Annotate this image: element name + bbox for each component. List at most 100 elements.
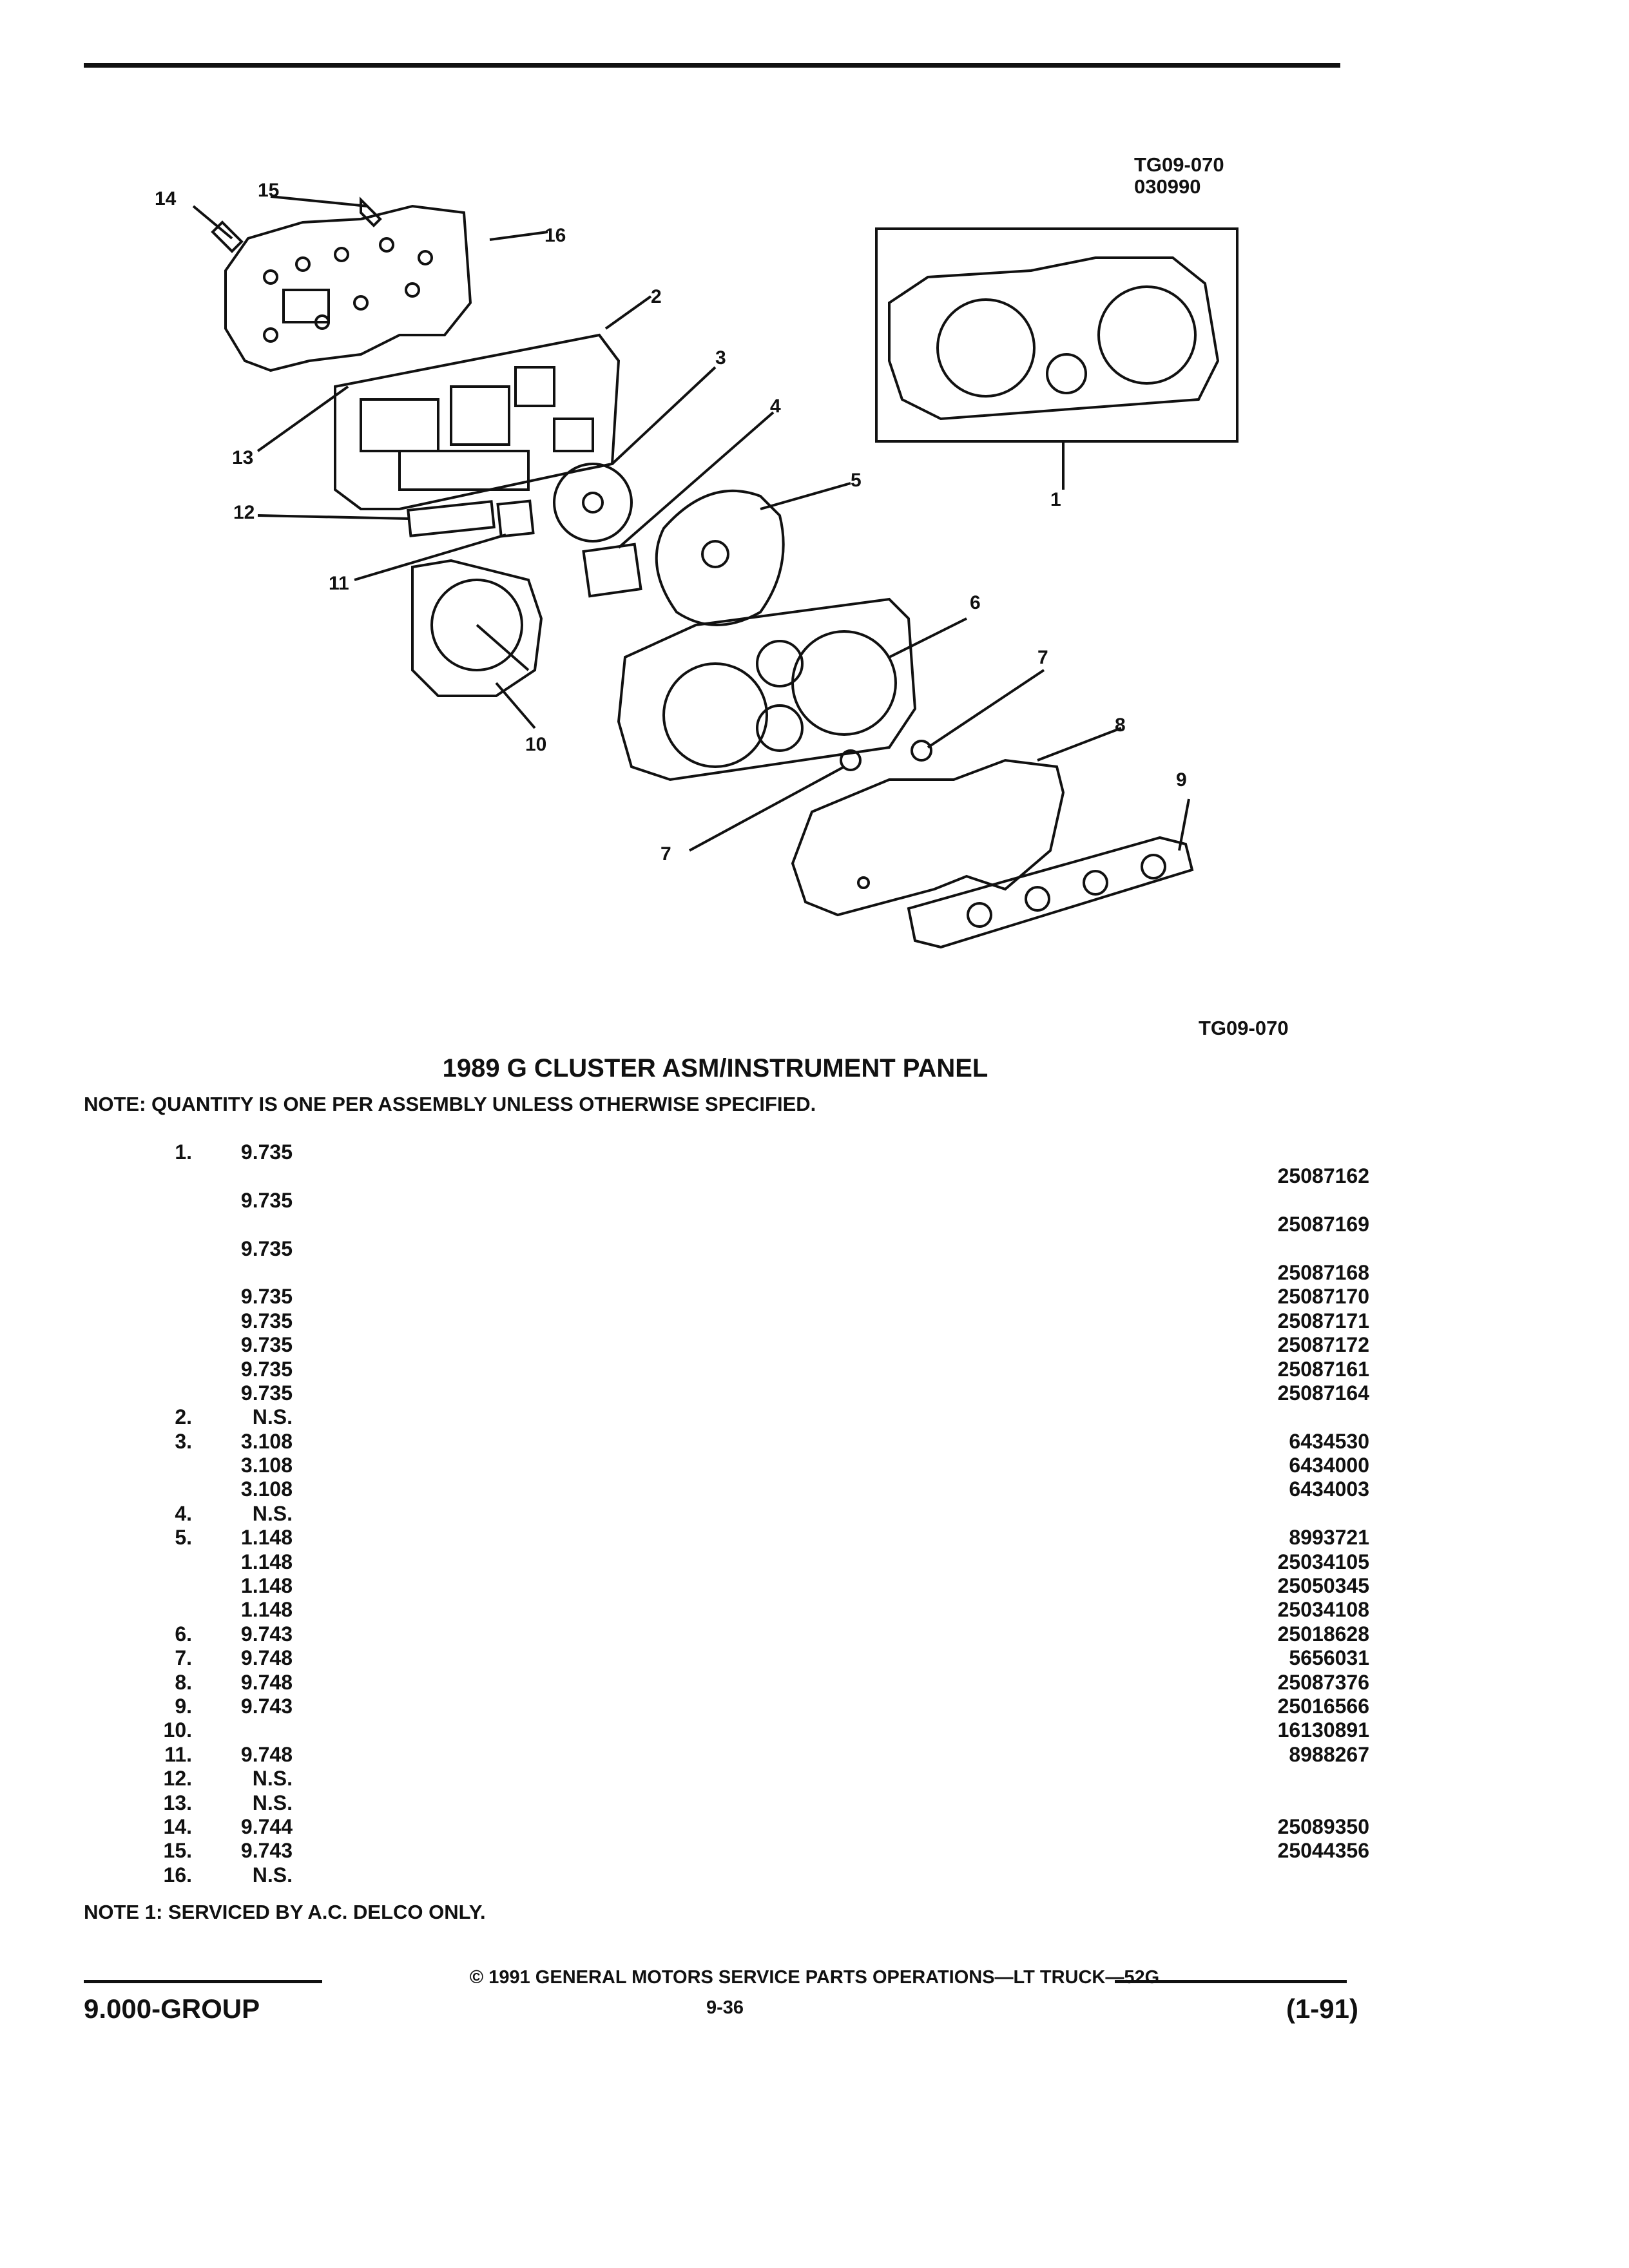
part-item-number: 9.	[175, 1694, 192, 1718]
group-label: 9.000-GROUP	[84, 1994, 260, 2024]
part-row: 10.MODULE , SPEEDOMETER(*1) ............…	[135, 1718, 1369, 1742]
part-row: 1.148GAGE , TEMPERATURE-OIL-VOLT (W/6.2C…	[135, 1574, 1369, 1598]
part-row: 11.9.748FILTER , HI BEAM ...............…	[135, 1743, 1369, 1767]
part-group-number: 1.148	[240, 1550, 293, 1573]
figure-date-code: 030990	[1134, 175, 1201, 198]
exploded-diagram: 14 15 16 2 3 4 5 13 12 11 10 6 7 8 9 7 1	[155, 180, 1239, 949]
part-group-number: 9.744	[240, 1814, 293, 1838]
part-group-number: 9.735	[240, 1381, 293, 1405]
part-number: 25016566	[1277, 1694, 1369, 1718]
part-item-number: 15.	[163, 1839, 192, 1863]
part-row: 9.735CLUSTER ASM , INSTRUMENT (W/4.3Z,5.…	[135, 1237, 1369, 1261]
part-row: 6.9.743RETAINER , CASE .................…	[135, 1622, 1369, 1646]
part-row: 9.735CLUSTER ASM , INSTRUMENT (W/4.3Z,5.…	[135, 1189, 1369, 1213]
callout-label: 4	[770, 396, 781, 417]
bulb-and-screw-parts	[192, 195, 382, 253]
turn-signal-filter-part-2	[840, 749, 862, 771]
fuel-gage-part	[553, 463, 633, 543]
part-row: 1.148GAGE , TEMPERATURE-OIL-VOLT (W/6.2C…	[135, 1598, 1369, 1622]
part-group-number: N.S.	[252, 1405, 293, 1429]
part-number: 8993721	[1289, 1526, 1369, 1550]
top-rule	[84, 63, 1340, 68]
callout-leaders	[256, 231, 1190, 852]
part-number: 6434000	[1289, 1454, 1369, 1477]
part-item-number: 13.	[163, 1791, 192, 1814]
part-item-number: 7.	[175, 1646, 192, 1670]
temperature-oil-volt-gage-part	[655, 489, 785, 626]
part-row: 9.735CLUSTER ASM , INSTRUMENT (W/6.2C,Z4…	[135, 1309, 1369, 1333]
part-group-number: N.S.	[252, 1863, 293, 1887]
part-row: 12.N.S.FILTER , SPEEDOMETER(*1) ........…	[135, 1767, 1369, 1791]
callout-label: 3	[715, 347, 726, 369]
part-group-number: 9.743	[240, 1622, 293, 1646]
part-row: 15.9.743SCREW , (3.5X1/34X12.70M) ......…	[135, 1839, 1369, 1863]
part-group-number: 1.148	[240, 1526, 293, 1550]
callout-label: 5	[851, 470, 862, 491]
part-group-number: 9.743	[240, 1694, 293, 1718]
part-row: 13.N.S.LABEL , SAFETY (DIESEL) .........…	[135, 1791, 1369, 1815]
part-number: 25087376	[1277, 1670, 1369, 1694]
lens-cluster-part	[791, 758, 1065, 917]
speedometer-module-part	[411, 559, 543, 697]
part-number: 25087164	[1277, 1381, 1369, 1405]
part-row: 3.108GAGE , FUEL (W/4.3Z,5.0H,5.7K,7.4N …	[135, 1454, 1369, 1477]
part-row: ITEMS #2-16) ...........................…	[135, 1213, 1369, 1236]
part-row: 8.9.748LENS , CLUSTER ..................…	[135, 1671, 1369, 1695]
printed-circuit-part	[224, 204, 472, 372]
part-number: 6434530	[1289, 1429, 1369, 1453]
part-row: 9.735CLUSTER ASM , INSTRUMENT (W/6.2C,U1…	[135, 1333, 1369, 1357]
part-row: 5.1.148GAGE , TEMPERATURE-OIL-VOLT (W/4.…	[135, 1526, 1369, 1550]
part-item-number: 16.	[163, 1863, 192, 1887]
part-number: 8988267	[1289, 1742, 1369, 1766]
callout-label: 7	[1037, 647, 1048, 668]
part-row: ITEMS #2-16) ...........................…	[135, 1261, 1369, 1285]
part-group-number: 9.743	[240, 1839, 293, 1863]
part-number: 25087171	[1277, 1309, 1369, 1332]
page-title: 1989 G CLUSTER ASM/INSTRUMENT PANEL	[442, 1054, 988, 1082]
part-row: ITEMS #2-16) ...........................…	[135, 1164, 1369, 1188]
part-row: 3.3.108GAGE , FUEL (W/4.3Z,5.0H,5.7K,7.4…	[135, 1430, 1369, 1454]
part-number: 25034108	[1277, 1598, 1369, 1622]
callout-label: 6	[970, 592, 981, 613]
retainer-case-part	[617, 597, 917, 782]
part-group-number: N.S.	[252, 1791, 293, 1814]
bracket-part	[907, 836, 1194, 949]
part-group-number: 9.748	[240, 1646, 293, 1670]
callout-label: 2	[651, 286, 662, 307]
callout-label: 15	[258, 180, 279, 201]
part-row: 9.9.743BRACKET , LENS & UPPER CASE MOUNT…	[135, 1695, 1369, 1718]
part-group-number: 9.735	[240, 1188, 293, 1212]
part-number: 25050345	[1277, 1574, 1369, 1598]
part-group-number: 9.735	[240, 1140, 293, 1164]
part-group-number: 1.148	[240, 1598, 293, 1622]
part-group-number: 3.108	[240, 1454, 293, 1477]
part-group-number: 9.735	[240, 1236, 293, 1260]
part-item-number: 8.	[175, 1670, 192, 1694]
part-group-number: N.S.	[252, 1501, 293, 1525]
filter-hi-beam-part	[496, 499, 535, 538]
part-row: 1.9.735CLUSTER ASM , INSTRUMENT (W/4.3Z,…	[135, 1140, 1369, 1164]
part-number: 25087162	[1277, 1164, 1369, 1188]
callout-label: 8	[1115, 715, 1126, 736]
part-row: 2.N.S.BACKPLATE (*1) ...................…	[135, 1405, 1369, 1429]
part-row: 9.735CLUSTER ASM , INSTRUMENT (W/6.2J, E…	[135, 1358, 1369, 1381]
part-item-number: 10.	[163, 1718, 192, 1742]
part-number: 6434003	[1289, 1477, 1369, 1501]
part-row: 9.735CLUSTER ASM , INSTRUMENT (W/6.2C, E…	[135, 1285, 1369, 1309]
callout-label: 12	[233, 502, 255, 523]
part-number: 25044356	[1277, 1839, 1369, 1863]
footer-rule-left	[84, 1980, 322, 1983]
part-group-number: 9.735	[240, 1357, 293, 1381]
callout-label: 11	[329, 573, 349, 594]
part-item-number: 14.	[163, 1814, 192, 1838]
part-group-number: 9.735	[240, 1285, 293, 1309]
revision-date: (1-91)	[1286, 1994, 1358, 2024]
part-row: 4.N.S.FILTER , LOWER(*1) ...............…	[135, 1502, 1369, 1526]
footer-rule-right	[1115, 1980, 1347, 1983]
part-number: 25089350	[1277, 1814, 1369, 1838]
callout-label: 16	[545, 225, 566, 246]
part-group-number: 9.735	[240, 1309, 293, 1332]
part-group-number: 3.108	[240, 1429, 293, 1453]
figure-code-top: TG09-070	[1134, 153, 1224, 176]
part-row: 3.108GAGE , FUEL (W/6.2C,J) ............…	[135, 1477, 1369, 1501]
